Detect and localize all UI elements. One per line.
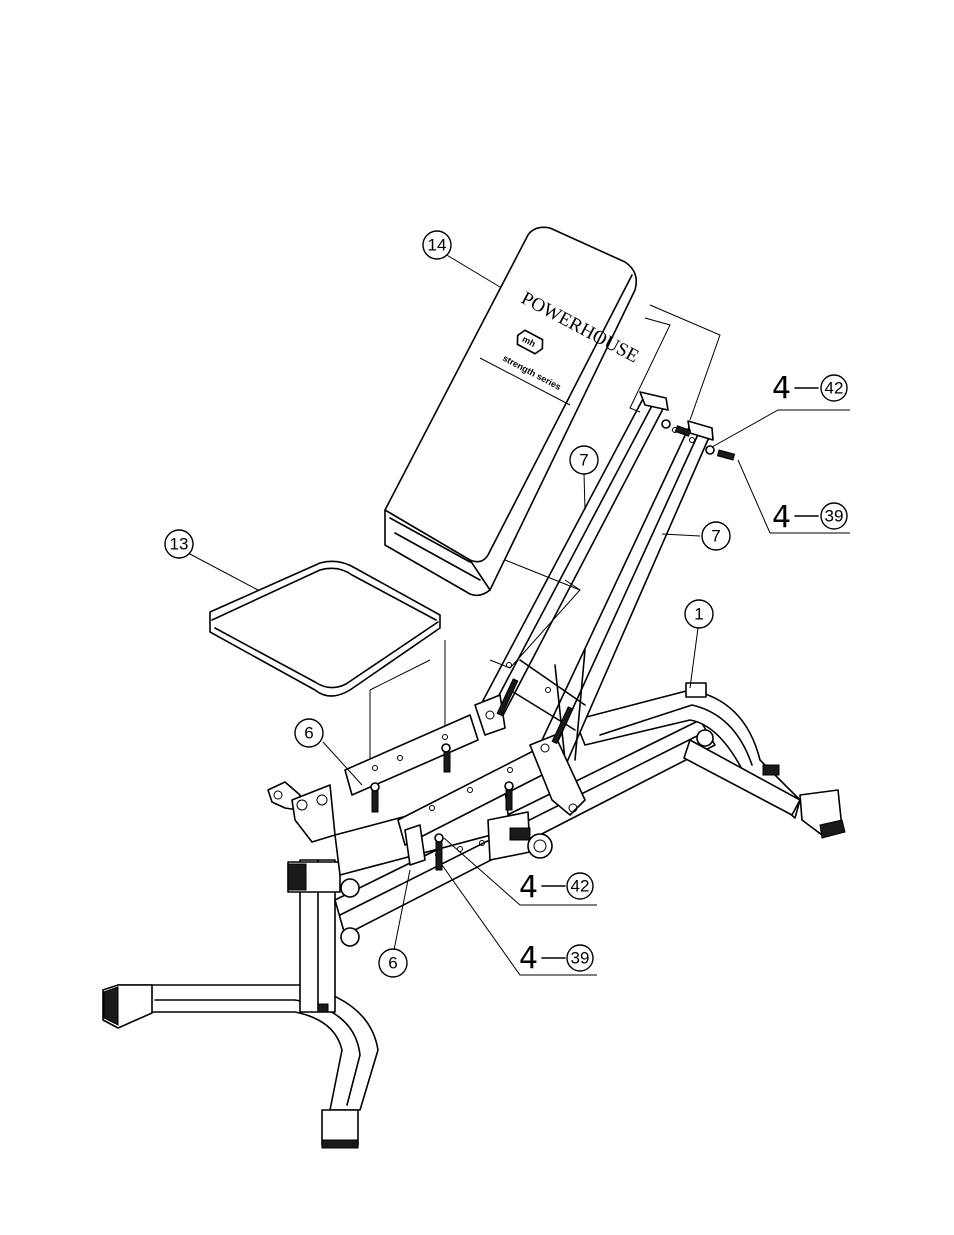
- top-hardware: [661, 419, 736, 461]
- part-label-top-39-qty: 4: [772, 500, 791, 535]
- callout-7-lower-label: 7: [711, 527, 720, 546]
- part-label-top-39: 4 39: [772, 500, 848, 535]
- callout-7-upper-label: 7: [579, 451, 588, 470]
- callout-7-upper: 7: [569, 445, 599, 475]
- part-label-bottom-42-qty: 4: [519, 870, 538, 905]
- part-label-bottom-39-qty: 4: [519, 941, 538, 976]
- callout-1: 1: [684, 599, 714, 629]
- part-label-top-42: 4 42: [772, 371, 848, 406]
- callout-6-upper-label: 6: [304, 724, 313, 743]
- callout-13-label: 13: [170, 535, 189, 554]
- seat-rails: [344, 714, 553, 871]
- part-leaders: [441, 409, 850, 976]
- part-label-bottom-42-num: 42: [571, 877, 590, 896]
- callout-7-lower: 7: [701, 521, 731, 551]
- part-label-bottom-39-num: 39: [571, 949, 590, 968]
- part-label-top-39-num: 39: [825, 507, 844, 526]
- callout-14-label: 14: [428, 236, 447, 255]
- part-label-top-42-qty: 4: [772, 371, 791, 406]
- callout-14: 14: [422, 230, 452, 260]
- callout-6-lower: 6: [378, 948, 408, 978]
- callout-13: 13: [164, 529, 194, 559]
- seat-pad: [209, 560, 446, 760]
- part-label-bottom-39: 4 39: [519, 941, 594, 976]
- callout-6-lower-label: 6: [388, 954, 397, 973]
- base-frame: [102, 682, 846, 1149]
- callout-1-label: 1: [694, 605, 703, 624]
- part-label-top-42-num: 42: [825, 379, 844, 398]
- part-label-bottom-42: 4 42: [519, 870, 594, 905]
- callout-6-upper: 6: [294, 718, 324, 748]
- backrest-rails: [474, 391, 714, 816]
- callout-leaders: [187, 253, 701, 951]
